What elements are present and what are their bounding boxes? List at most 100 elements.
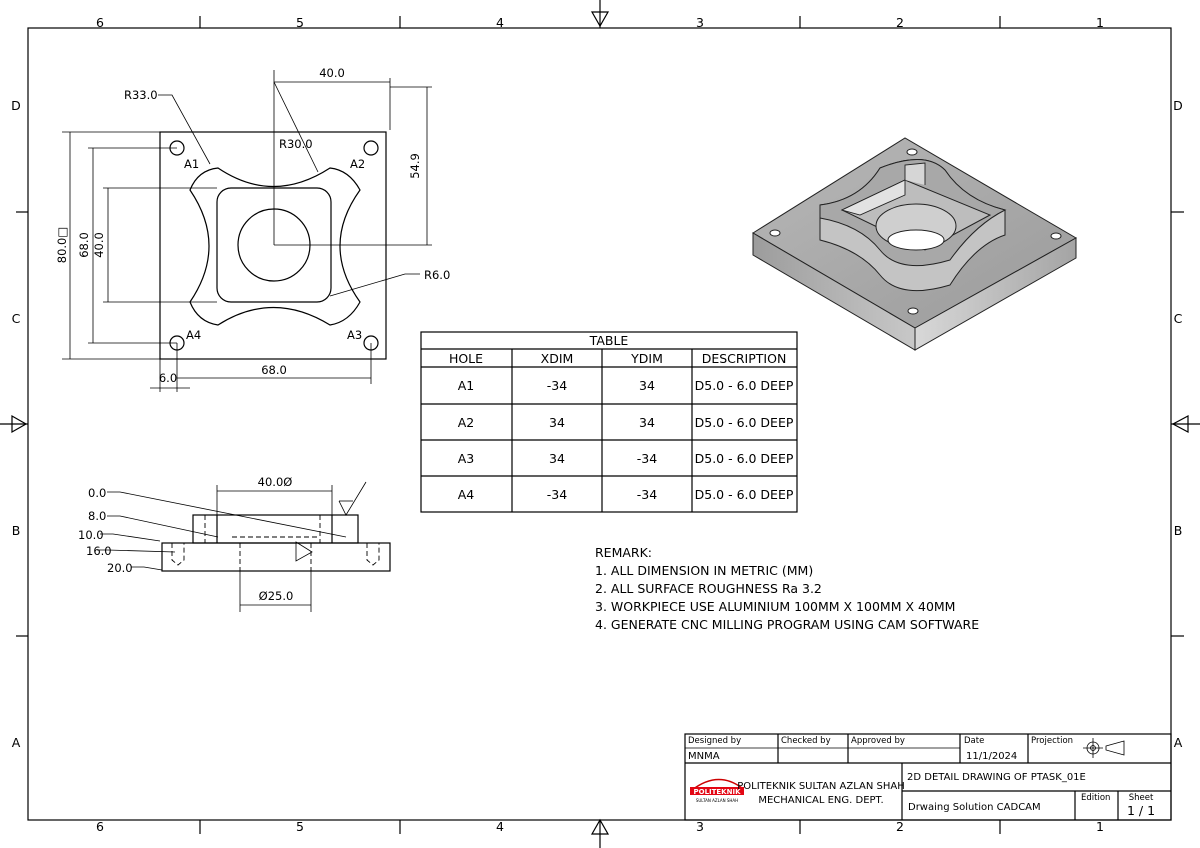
org-line-1: POLITEKNIK SULTAN AZLAN SHAH [737, 781, 905, 792]
level-label: 16.0 [86, 544, 112, 558]
table-cell: 34 [639, 415, 655, 430]
table-cell: 34 [639, 378, 655, 393]
dim-40-top: 40.0 [319, 66, 345, 80]
projection-label: Projection [1031, 736, 1073, 746]
table-cell: -34 [637, 487, 657, 502]
col-label: 5 [296, 819, 304, 834]
dim-6: 6.0 [159, 371, 177, 385]
hole-label: A2 [350, 157, 365, 171]
table-header: XDIM [541, 351, 574, 366]
sheet-label: Sheet [1129, 793, 1154, 803]
sheet-value: 1 / 1 [1127, 803, 1155, 818]
col-label: 6 [96, 15, 104, 30]
col-label: 1 [1096, 15, 1104, 30]
col-label: 2 [896, 15, 904, 30]
section-base [161, 542, 391, 572]
remark-item: 3. WORKPIECE USE ALUMINIUM 100MM X 100MM… [595, 599, 955, 614]
table-cell: 34 [549, 451, 565, 466]
date-value: 11/1/2024 [966, 751, 1017, 762]
table-cell: D5.0 - 6.0 DEEP [695, 487, 794, 502]
org-line-2: MECHANICAL ENG. DEPT. [758, 795, 883, 806]
table-cell: -34 [547, 378, 567, 393]
row-label: B [12, 523, 21, 538]
zone-labels: 6 5 4 3 2 1 6 5 4 3 2 1 D C B A D C B A [11, 15, 1183, 834]
date-label: Date [964, 736, 984, 746]
table-cell: -34 [547, 487, 567, 502]
col-label: 4 [496, 819, 504, 834]
col-label: 2 [896, 819, 904, 834]
row-label: B [1174, 523, 1183, 538]
row-label: D [11, 98, 21, 113]
table-title: TABLE [589, 333, 629, 348]
dim-40-left: 40.0 [92, 232, 106, 258]
dim-dia-25: Ø25.0 [259, 589, 294, 603]
logo-subtext: SULTAN AZLAN SHAH [696, 798, 738, 803]
hole-a2 [363, 140, 379, 156]
remark-title: REMARK: [595, 545, 652, 560]
surface-finish-symbol [338, 481, 367, 516]
col-label: 3 [696, 15, 704, 30]
col-label: 3 [696, 819, 704, 834]
table-cell: A4 [458, 487, 475, 502]
drawing-subtitle: Drwaing Solution CADCAM [908, 802, 1041, 813]
boss-outline [189, 167, 361, 326]
dim-68-bottom: 68.0 [261, 363, 287, 377]
hole-label: A1 [184, 157, 199, 171]
table-cell: D5.0 - 6.0 DEEP [695, 451, 794, 466]
level-label: 10.0 [78, 528, 104, 542]
remark-item: 4. GENERATE CNC MILLING PROGRAM USING CA… [595, 617, 979, 632]
row-label: C [12, 311, 21, 326]
table-cell: A3 [458, 451, 475, 466]
designed-by-label: Designed by [688, 736, 741, 746]
table-header: DESCRIPTION [702, 351, 787, 366]
checked-by-label: Checked by [781, 736, 831, 746]
table-cell: -34 [637, 451, 657, 466]
row-label: A [12, 735, 21, 750]
table-cell: A2 [458, 415, 475, 430]
hole-label: A3 [347, 328, 362, 342]
dim-80: 80.0□ [55, 227, 69, 263]
dim-r6: R6.0 [424, 268, 450, 282]
table-header: YDIM [630, 351, 663, 366]
approved-by-label: Approved by [851, 736, 905, 746]
stock-outline [159, 131, 387, 360]
datum-triangle [295, 541, 313, 562]
top-view: A1 A2 A4 A3 40.0 R33.0 R30.0 R6.0 54.9 8… [55, 66, 450, 392]
table-cell: D5.0 - 6.0 DEEP [695, 415, 794, 430]
col-label: 4 [496, 15, 504, 30]
edition-label: Edition [1081, 793, 1110, 803]
row-label: C [1174, 311, 1183, 326]
polytechnic-logo: POLITEKNIK SULTAN AZLAN SHAH [690, 778, 744, 803]
level-label: 8.0 [88, 509, 106, 523]
col-label: 1 [1096, 819, 1104, 834]
table-header: HOLE [449, 351, 483, 366]
level-label: 20.0 [107, 561, 133, 575]
remark-item: 2. ALL SURFACE ROUGHNESS Ra 3.2 [595, 581, 822, 596]
row-label: D [1173, 98, 1183, 113]
row-label: A [1174, 735, 1183, 750]
remarks: REMARK: 1. ALL DIMENSION IN METRIC (MM) … [595, 545, 979, 632]
designed-by-value: MNMA [688, 751, 720, 762]
drawing-frame [27, 27, 1172, 821]
title-block: Designed by MNMA Checked by Approved by … [684, 733, 1172, 821]
hole-table: TABLE HOLE XDIM YDIM DESCRIPTION A1 -34 … [420, 331, 798, 513]
dim-54-9: 54.9 [408, 153, 422, 179]
section-view: 0.0 8.0 10.0 16.0 20.0 40.0Ø Ø25.0 [78, 475, 391, 612]
projection-symbol-icon [1083, 738, 1125, 758]
logo-text: POLITEKNIK [693, 788, 741, 796]
level-label: 0.0 [88, 486, 106, 500]
table-cell: 34 [549, 415, 565, 430]
table-cell: D5.0 - 6.0 DEEP [695, 378, 794, 393]
col-label: 6 [96, 819, 104, 834]
col-label: 5 [296, 15, 304, 30]
remark-item: 1. ALL DIMENSION IN METRIC (MM) [595, 563, 813, 578]
isometric-view [752, 137, 1078, 351]
section-boss [192, 514, 359, 544]
dim-r30: R30.0 [279, 137, 313, 151]
dim-dia-40: 40.0Ø [258, 475, 293, 489]
dim-68-left: 68.0 [77, 232, 91, 258]
zone-ticks [16, 16, 1184, 834]
table-cell: A1 [458, 378, 475, 393]
